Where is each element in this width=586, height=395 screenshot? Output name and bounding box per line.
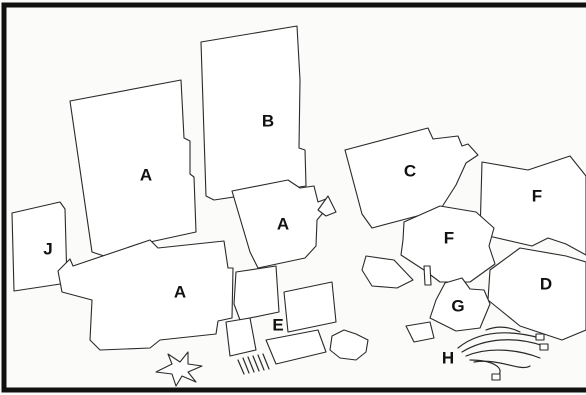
- star-shaped-piece: [156, 352, 202, 386]
- label-panel-f-right: F: [532, 186, 542, 205]
- small-piece-strip: [424, 266, 431, 285]
- panel-b: [201, 26, 306, 200]
- wiring-harness: [458, 327, 548, 380]
- label-panel-d: D: [540, 274, 552, 293]
- small-piece-triangle: [406, 322, 434, 342]
- part-e-blob: [330, 330, 368, 360]
- label-panel-b: B: [262, 111, 274, 130]
- label-panel-j: J: [43, 239, 52, 258]
- hardware-screws: [238, 354, 269, 374]
- label-panel-f-middle: F: [444, 228, 454, 247]
- label-panel-a-middle: A: [277, 214, 289, 233]
- label-panel-g: G: [451, 296, 464, 315]
- label-panel-c: C: [404, 161, 416, 180]
- panel-a-large: [70, 80, 196, 256]
- panel-f-right: [480, 156, 586, 255]
- part-e-plate: [266, 330, 326, 364]
- label-panel-a-bottom: A: [174, 282, 186, 301]
- small-piece-wedge: [362, 256, 413, 288]
- panel-d: [488, 248, 586, 340]
- part-e-block-2: [284, 282, 336, 332]
- label-wiring-h: H: [442, 348, 454, 367]
- label-parts-e: E: [272, 315, 283, 334]
- part-e-block-3: [226, 318, 256, 356]
- label-panel-a-large: A: [140, 165, 152, 184]
- part-e-block-1: [234, 266, 279, 320]
- panel-a-bottom: [58, 240, 233, 350]
